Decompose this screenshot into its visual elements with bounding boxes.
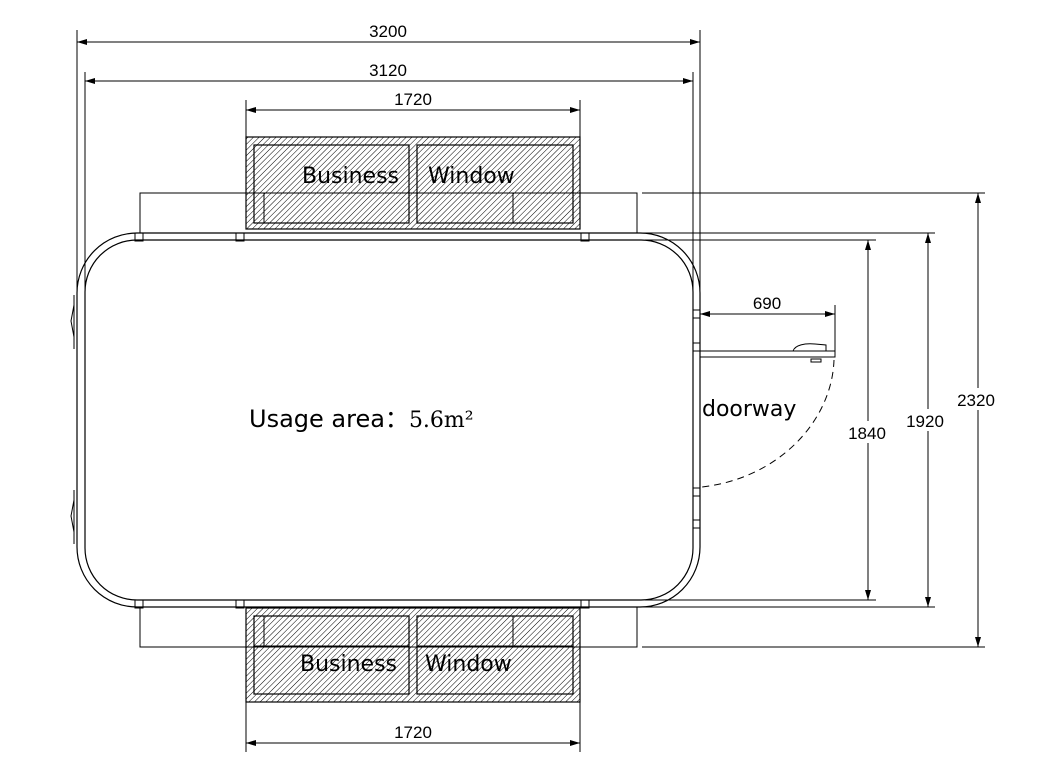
dimension-label: 1840 [848, 424, 886, 443]
dimension-label: 1720 [394, 90, 432, 109]
top-window-booth: Business Window [245, 136, 581, 230]
left-hinge-top [70, 295, 75, 349]
usage-area-text: Usage area： [249, 405, 409, 433]
left-hinge-bottom [70, 490, 75, 544]
dimension-1720-top: 1720 [245, 90, 581, 137]
doorway-label: doorway [702, 397, 796, 422]
door-handle-icon [792, 343, 827, 352]
dimension-2320: 2320 [642, 192, 1002, 648]
dimension-1840: 1840 [645, 239, 892, 601]
dimension-label: 690 [753, 294, 781, 313]
bottom-window-booth: Business Window [245, 607, 581, 703]
dimension-label: 1920 [906, 412, 944, 431]
dimension-690: 690 [700, 294, 836, 351]
bottom-window-label-business: Business [300, 652, 397, 677]
dimension-label: 3200 [369, 22, 407, 41]
dimension-1720-bottom: 1720 [245, 702, 581, 752]
dimension-3200: 3200 [76, 22, 701, 295]
dimension-1920: 1920 [640, 232, 952, 608]
top-window-label-business: Business [302, 164, 399, 189]
dimension-label: 2320 [957, 391, 995, 410]
bottom-window-label-window: Window [425, 652, 512, 677]
cabin-shell [70, 232, 701, 609]
dimension-label: 1720 [394, 723, 432, 742]
top-window-label-window: Window [428, 164, 515, 189]
usage-area-label: Usage area：5.6m² [249, 405, 474, 433]
dimension-label: 3120 [369, 61, 407, 80]
usage-area-value: 5.6m² [409, 408, 474, 433]
door-swing-arc [701, 359, 835, 488]
dimension-3120: 3120 [84, 61, 694, 290]
door: doorway [699, 343, 836, 488]
